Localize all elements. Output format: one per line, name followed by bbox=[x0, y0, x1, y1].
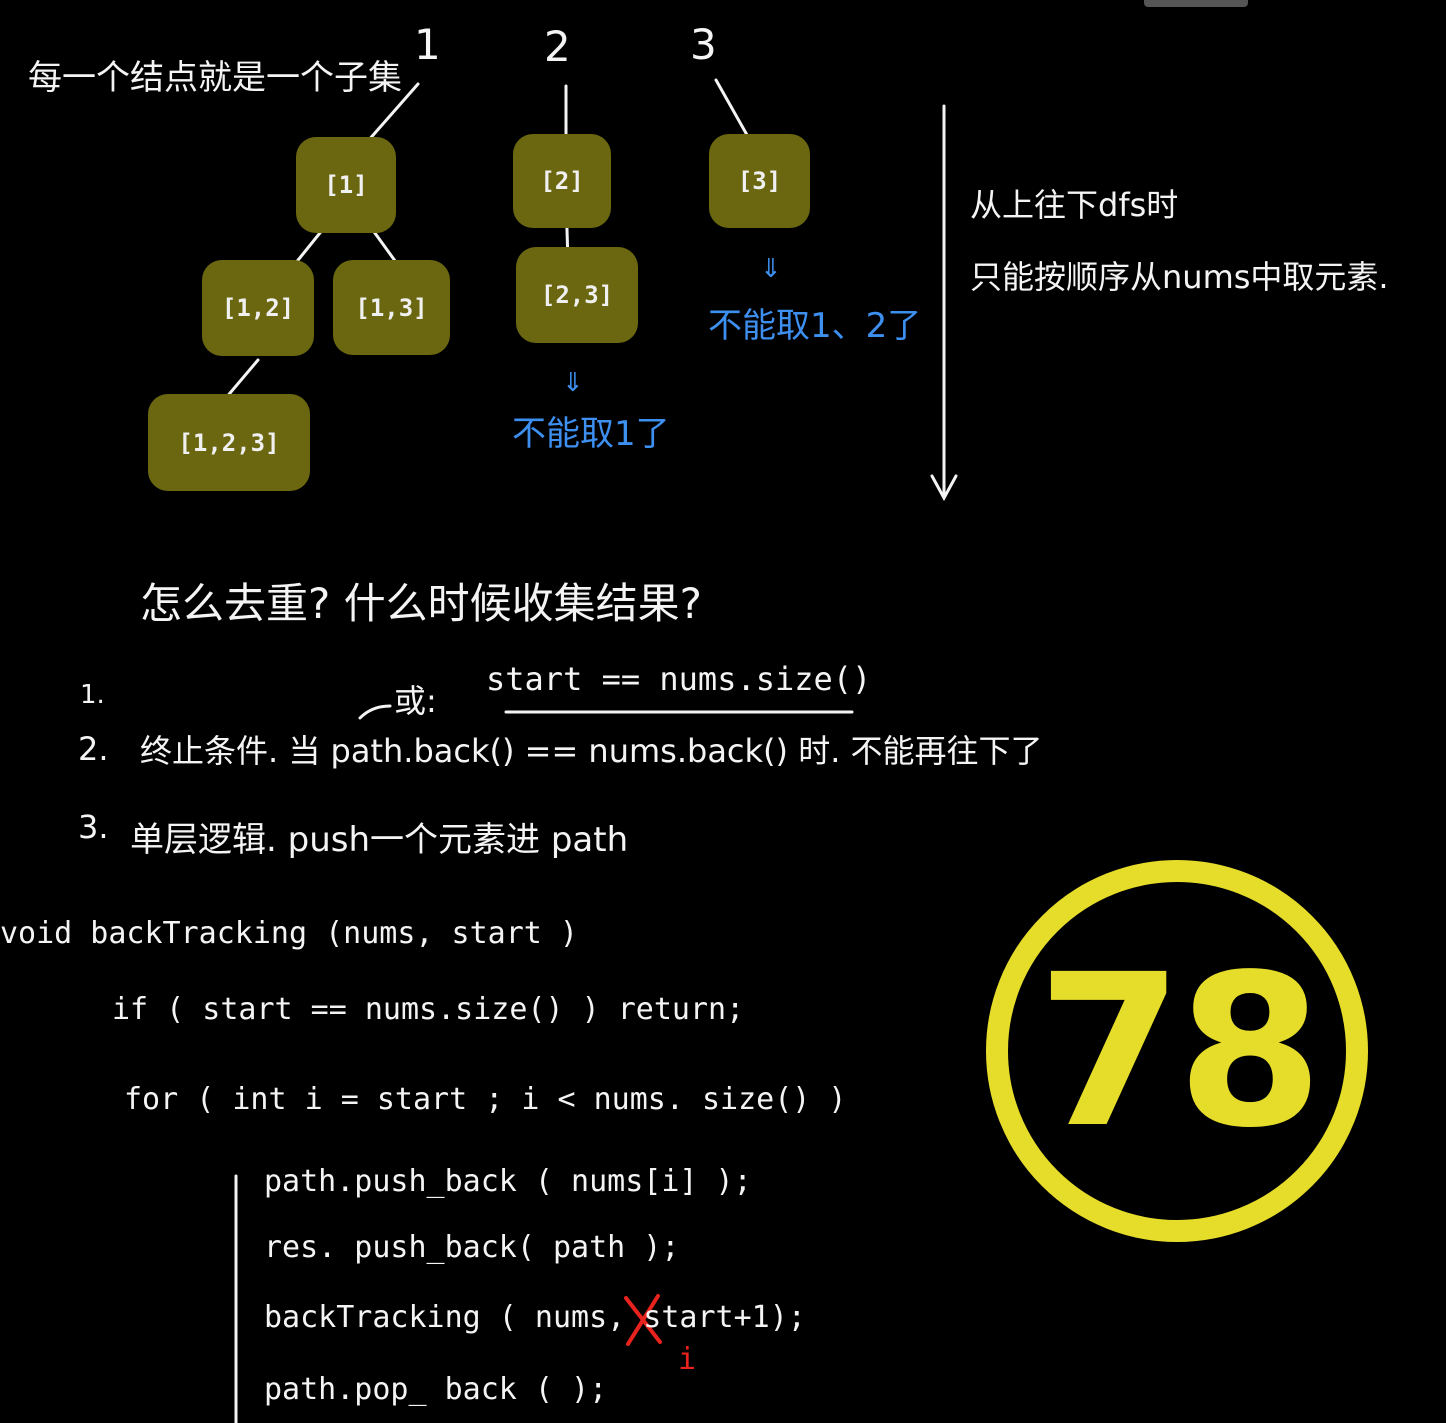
side-note-line-1: 从上往下dfs时 bbox=[970, 186, 1179, 224]
badge-ring bbox=[986, 860, 1368, 1242]
node-label: [2] bbox=[540, 167, 584, 195]
node-1-2: [1,2] bbox=[202, 260, 314, 356]
point-3-text: 单层逻辑. push一个元素进 path bbox=[130, 820, 629, 860]
point-2-number: 2. bbox=[78, 730, 109, 768]
column-label-2: 2 bbox=[544, 22, 571, 71]
point-1-number: 1. bbox=[80, 680, 105, 710]
node-label: [2,3] bbox=[540, 281, 614, 309]
code-line-5: res. push_back( path ); bbox=[264, 1230, 680, 1265]
note-under-node-3: 不能取1、2了 bbox=[708, 306, 922, 346]
point-1-alt-prefix: 或: bbox=[394, 682, 437, 720]
side-note-line-2: 只能按顺序从nums中取元素. bbox=[970, 258, 1389, 296]
node-label: [3] bbox=[737, 167, 782, 195]
point-3-number: 3. bbox=[78, 808, 109, 846]
code-line-6: backTracking ( nums, start+1); bbox=[264, 1300, 806, 1335]
node-1: [1] bbox=[296, 137, 396, 233]
code-line-3: for ( int i = start ; i < nums. size() ) bbox=[124, 1082, 847, 1117]
code-line-2: if ( start == nums.size() ) return; bbox=[112, 992, 745, 1027]
node-3: [3] bbox=[709, 134, 810, 228]
column-label-3: 3 bbox=[690, 20, 717, 69]
node-label: [1] bbox=[324, 171, 368, 199]
blue-arrow-icon: ⇓ bbox=[760, 254, 782, 284]
pointer-arrow bbox=[358, 704, 392, 720]
node-label: [1,3] bbox=[355, 293, 428, 322]
correction-mark: i bbox=[678, 1342, 697, 1377]
node-1-2-3: [1,2,3] bbox=[148, 394, 310, 491]
column-label-1: 1 bbox=[414, 20, 441, 69]
problem-number-badge: 78 bbox=[978, 852, 1376, 1250]
top-handle bbox=[1144, 0, 1248, 7]
node-label: [1,2] bbox=[221, 294, 295, 322]
node-label: [1,2,3] bbox=[178, 428, 280, 457]
question-heading: 怎么去重? 什么时候收集结果? bbox=[140, 579, 702, 628]
strike-mark bbox=[624, 1294, 662, 1346]
blue-arrow-icon: ⇓ bbox=[562, 368, 584, 398]
point-1-condition: start == nums.size() bbox=[486, 660, 872, 698]
node-1-3: [1,3] bbox=[333, 260, 450, 355]
point-2-text: 终止条件. 当 path.back() == nums.back() 时. 不能… bbox=[140, 732, 1043, 770]
node-2-3: [2,3] bbox=[516, 247, 638, 343]
down-arrow-head bbox=[930, 474, 958, 502]
title-note: 每一个结点就是一个子集 bbox=[28, 58, 402, 98]
note-under-node-2-3: 不能取1了 bbox=[512, 414, 670, 454]
code-line-7: path.pop_ back ( ); bbox=[264, 1372, 608, 1407]
badge-number: 78 bbox=[1036, 928, 1323, 1174]
node-2: [2] bbox=[513, 134, 611, 228]
code-line-1: void backTracking (nums, start ) bbox=[0, 916, 578, 951]
code-line-4: path.push_back ( nums[i] ); bbox=[264, 1164, 752, 1199]
